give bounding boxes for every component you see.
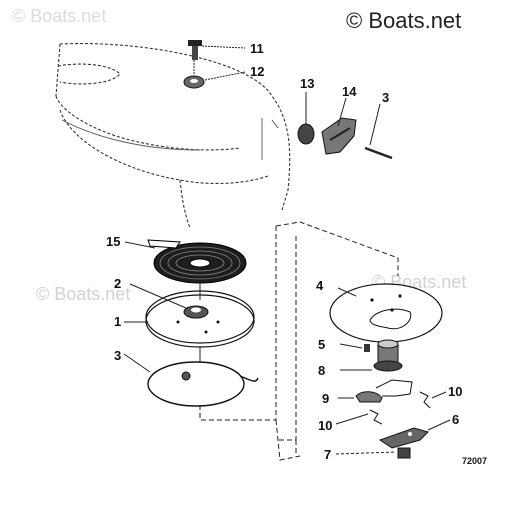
callout-10-left: 10 bbox=[318, 418, 332, 433]
callout-4: 4 bbox=[316, 278, 324, 293]
watermark-mid-left: © Boats.net bbox=[36, 284, 131, 304]
callout-5: 5 bbox=[318, 337, 325, 352]
callout-3-top: 3 bbox=[382, 90, 389, 105]
callout-13: 13 bbox=[300, 76, 314, 91]
rope-coil-part bbox=[123, 347, 259, 407]
washer-part bbox=[183, 60, 246, 89]
callout-15: 15 bbox=[106, 234, 120, 249]
hub-part bbox=[340, 339, 403, 372]
callout-9: 9 bbox=[322, 391, 329, 406]
handle-bushing-part bbox=[297, 92, 315, 145]
small-screw-part bbox=[339, 343, 370, 352]
pawl-screw-part bbox=[335, 447, 411, 459]
callout-12: 12 bbox=[250, 64, 264, 79]
rope-pulley-part bbox=[124, 283, 255, 348]
rewind-spring-part bbox=[124, 239, 247, 284]
engine-cover bbox=[55, 42, 291, 229]
retainer-clip-part bbox=[338, 379, 413, 403]
callout-1: 1 bbox=[114, 314, 121, 329]
callout-8: 8 bbox=[318, 363, 325, 378]
starter-plate-part bbox=[329, 283, 443, 343]
callout-3-left: 3 bbox=[114, 348, 121, 363]
callout-7: 7 bbox=[324, 447, 331, 462]
callout-11: 11 bbox=[250, 41, 264, 56]
screw-part bbox=[188, 40, 246, 60]
rope-part bbox=[364, 103, 393, 160]
watermark-top-left: © Boats.net bbox=[12, 6, 107, 26]
diagram-code: 72007 bbox=[462, 456, 487, 466]
callout-10-right: 10 bbox=[448, 384, 462, 399]
watermark-top-right: © Boats.net bbox=[346, 8, 462, 33]
pawl-part bbox=[378, 419, 451, 449]
callout-6: 6 bbox=[452, 412, 459, 427]
starter-handle-part bbox=[321, 97, 357, 155]
cover-detail bbox=[61, 118, 279, 160]
callout-2: 2 bbox=[114, 276, 121, 291]
assembly-guide-lines bbox=[199, 221, 399, 461]
pawl-spring-parts bbox=[335, 391, 447, 425]
callout-14: 14 bbox=[342, 84, 357, 99]
